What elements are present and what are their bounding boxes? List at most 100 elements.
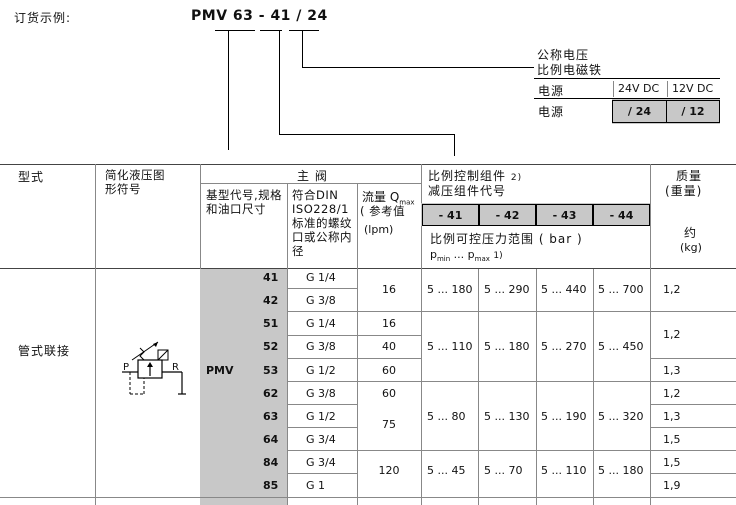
voltage-title-1: 公称电压 <box>537 48 590 62</box>
voltage-top-line <box>534 78 720 79</box>
col-sep-p1 <box>478 269 479 505</box>
header-mass-line1: 质量 <box>676 169 703 183</box>
leader-control-vert <box>279 30 280 134</box>
row-sep-9 <box>287 473 357 474</box>
header-mass-line2: (重量) <box>665 184 703 198</box>
leader-voltage-vert <box>302 30 303 67</box>
pressure-reducing-valve-symbol-icon <box>122 341 186 395</box>
header-mass-unit: (kg) <box>680 241 702 254</box>
col-sep-type <box>95 164 96 505</box>
voltage-row-label: 电源 <box>538 105 565 119</box>
pressure-c-41: 5 ... 80 <box>427 410 466 423</box>
model-prefix: PMV <box>206 364 234 377</box>
header-control-line1: 比例控制组件 2) <box>428 169 523 183</box>
order-example-code: PMV 63 - 41 / 24 <box>191 8 328 24</box>
thread-64: G 3/4 <box>306 433 336 446</box>
header-flow-ref: ( 参考值 <box>360 204 406 218</box>
mass-51-52: 1,2 <box>663 328 681 341</box>
row-sep-7b <box>650 427 736 428</box>
size-62: 62 <box>263 387 279 400</box>
header-flow: 流量 Qmax <box>362 190 415 207</box>
pressure-c-43: 5 ... 190 <box>541 410 587 423</box>
thread-41: G 1/4 <box>306 271 336 284</box>
row-sep-bottom <box>0 497 736 498</box>
flow-84-85: 120 <box>378 464 400 477</box>
symbol-port-p: P <box>123 362 130 373</box>
header-main-valve: 主 阀 <box>297 169 328 183</box>
voltage-col-12: 12V DC <box>672 82 714 95</box>
header-basic-model: 基型代号,规格和油口尺寸 <box>206 188 283 216</box>
size-63: 63 <box>263 410 279 423</box>
row-sep-6 <box>287 404 357 405</box>
code-underline-pmv63 <box>215 30 255 31</box>
order-example-label: 订货示例: <box>14 11 72 25</box>
size-84: 84 <box>263 456 279 469</box>
code-42: - 42 <box>479 204 536 226</box>
pressure-d-41: 5 ... 45 <box>427 464 466 477</box>
flow-41-42: 16 <box>382 283 396 296</box>
model-column-shade <box>200 269 287 505</box>
flow-52: 40 <box>382 340 396 353</box>
row-sep-5 <box>287 381 736 382</box>
header-pressure-pminmax: pmin ... pmax 1) <box>430 248 503 264</box>
row-sep-6b <box>650 404 736 405</box>
voltage-header-sep-1 <box>613 81 614 97</box>
header-pressure-range: 比例可控压力范围 ( bar ) <box>430 232 583 246</box>
table-top-rule <box>0 164 736 165</box>
header-type: 型式 <box>18 170 45 184</box>
header-flow-unit: (lpm) <box>364 223 394 236</box>
mass-84: 1,5 <box>663 456 681 469</box>
mass-64: 1,5 <box>663 433 681 446</box>
size-42: 42 <box>263 294 279 307</box>
voltage-val-24: / 24 <box>612 100 667 123</box>
size-64: 64 <box>263 433 279 446</box>
type-value: 管式联接 <box>18 344 71 358</box>
flow-53: 60 <box>382 364 396 377</box>
leader-main-valve <box>228 30 229 150</box>
row-sep-9b <box>650 473 736 474</box>
thread-52: G 3/8 <box>306 340 336 353</box>
thread-62: G 3/8 <box>306 387 336 400</box>
leader-voltage-horiz <box>302 67 534 68</box>
code-underline-24 <box>289 30 319 31</box>
header-control-line2: 减压组件代号 <box>428 184 507 198</box>
code-underline-41 <box>260 30 282 31</box>
row-sep-4 <box>287 358 421 359</box>
main-valve-underline <box>200 183 421 184</box>
row-sep-2 <box>287 311 736 312</box>
row-sep-4b <box>650 358 736 359</box>
mass-63: 1,3 <box>663 410 681 423</box>
col-sep-thread <box>357 183 358 505</box>
voltage-val-12: / 12 <box>666 100 720 123</box>
code-44: - 44 <box>593 204 650 226</box>
voltage-title-2: 比例电磁铁 <box>537 63 603 77</box>
col-sep-mass <box>650 164 651 505</box>
col-sep-p2 <box>536 269 537 505</box>
col-sep-p3 <box>593 269 594 505</box>
pressure-c-44: 5 ... 320 <box>598 410 644 423</box>
pressure-b-44: 5 ... 450 <box>598 340 644 353</box>
thread-51: G 1/4 <box>306 317 336 330</box>
size-53: 53 <box>263 364 279 377</box>
thread-63: G 1/2 <box>306 410 336 423</box>
code-41: - 41 <box>422 204 479 226</box>
pressure-c-42: 5 ... 130 <box>484 410 530 423</box>
pressure-d-44: 5 ... 180 <box>598 464 644 477</box>
thread-85: G 1 <box>306 479 326 492</box>
header-mass-approx: 约 <box>684 226 698 240</box>
symbol-port-r: R <box>172 362 179 373</box>
voltage-header-label: 电源 <box>538 84 565 98</box>
mass-53: 1,3 <box>663 364 681 377</box>
voltage-mid-line <box>534 98 720 99</box>
row-sep-3 <box>287 335 421 336</box>
row-sep-1 <box>287 288 357 289</box>
pressure-a-41: 5 ... 180 <box>427 283 473 296</box>
mass-41-42: 1,2 <box>663 283 681 296</box>
pressure-b-42: 5 ... 180 <box>484 340 530 353</box>
header-din: 符合DIN ISO228/1 标准的螺纹口或公称内径 <box>292 188 352 258</box>
pressure-a-42: 5 ... 290 <box>484 283 530 296</box>
row-sep-8 <box>287 450 736 451</box>
pressure-b-41: 5 ... 110 <box>427 340 473 353</box>
size-41: 41 <box>263 271 279 284</box>
